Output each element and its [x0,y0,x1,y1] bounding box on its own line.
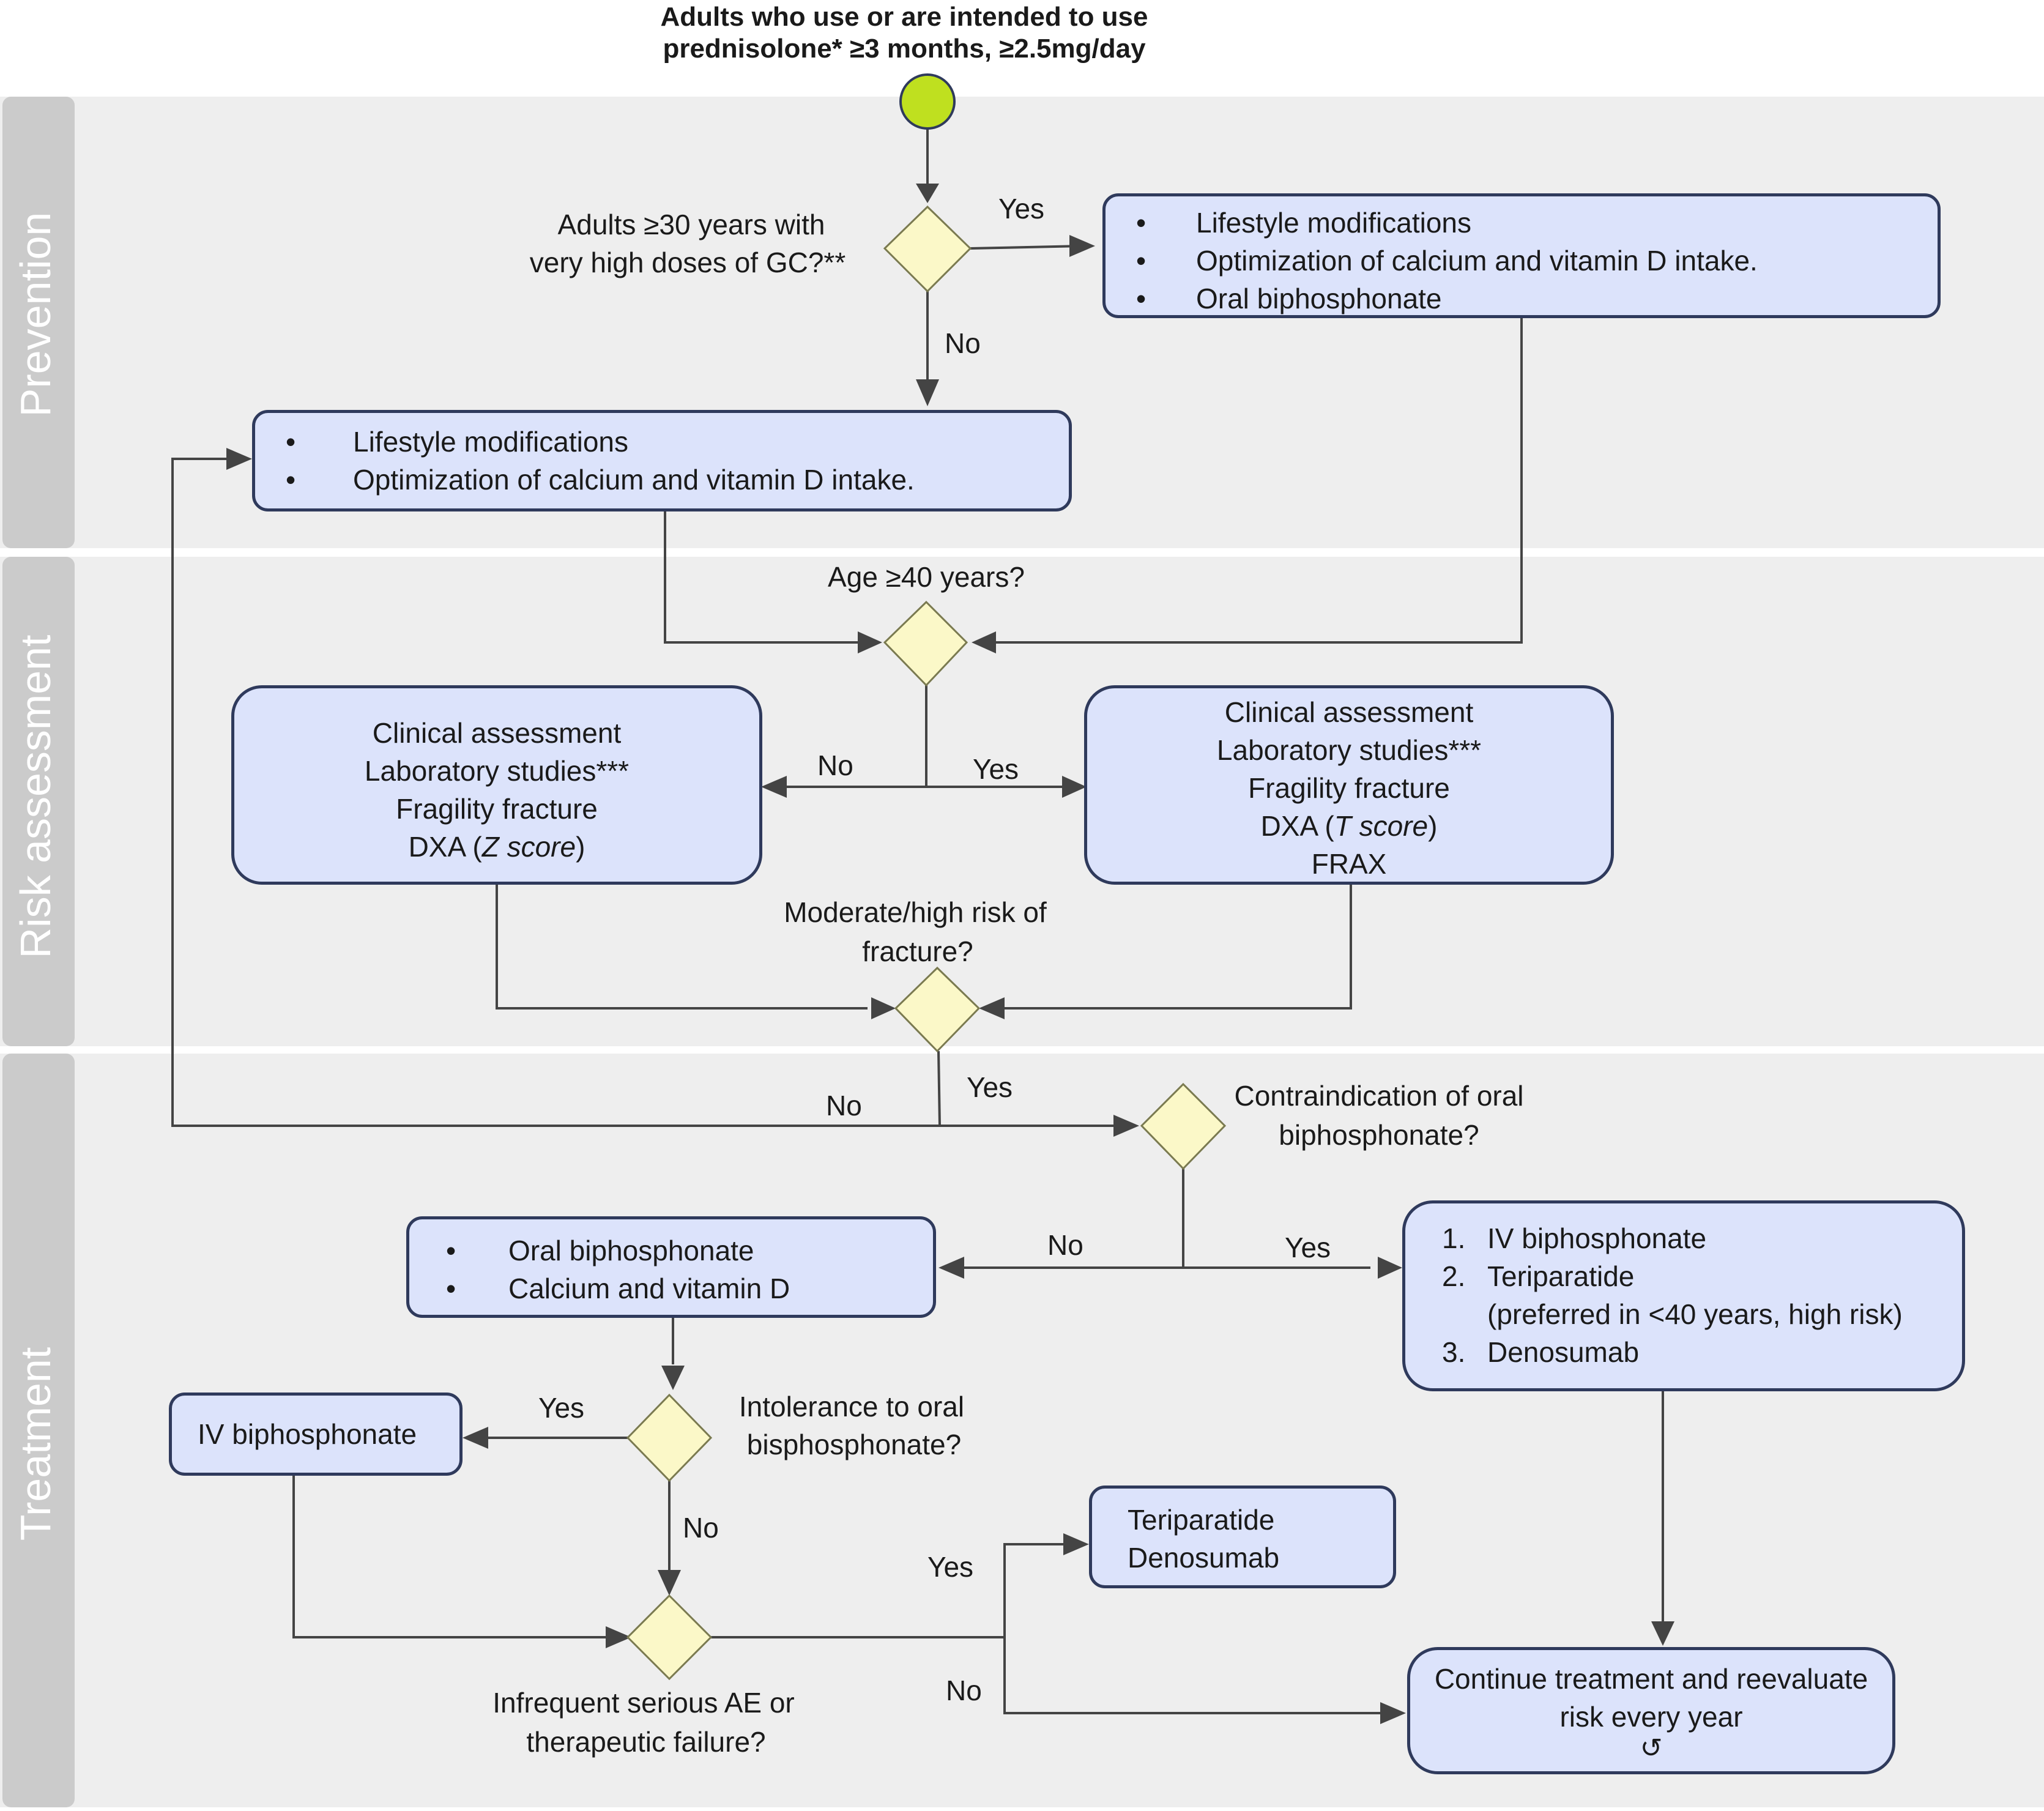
box-assessment-under40: Clinical assessment Laboratory studies**… [231,685,762,885]
q-high-dose-line2: very high doses of GC?** [529,247,846,278]
box-continue-treatment: Continue treatment and reevaluate risk e… [1407,1647,1895,1774]
alt-item-note: (preferred in <40 years, high risk) [1487,1298,1903,1330]
prevention-yes-item: Lifestyle modifications [1196,207,1471,239]
assess-under40-dxa: DXA (Z score) [234,828,759,866]
q-contra-line2: biphosphonate? [1279,1119,1479,1151]
assess-over40-frax: FRAX [1311,848,1387,880]
assess-over40-fracture: Fragility fracture [1248,772,1450,804]
dxa-score: Z score [481,831,576,863]
alt-num: 3. [1442,1336,1466,1368]
label-yes-intolerance: Yes [538,1392,585,1424]
edge-over40-to-risk [994,885,1352,1010]
assess-under40-clinical: Clinical assessment [372,717,622,749]
label-yes-contra: Yes [1285,1232,1331,1263]
repeat-icon: ↺ [1640,1733,1663,1763]
alt-item: Denosumab [1487,1336,1640,1368]
box-oral-biphosphonate: • Oral biphosphonate • Calcium and vitam… [406,1216,936,1318]
decision-risk [894,966,981,1053]
start-node [899,73,956,130]
dxa-prefix: DXA ( [408,831,482,863]
assess-over40-lab: Laboratory studies*** [1216,734,1482,766]
decision-contra [1140,1082,1227,1170]
oral-item: Oral biphosphonate [508,1235,754,1266]
label-yes-ae: Yes [927,1551,974,1583]
q-age: Age ≥40 years? [828,561,1025,593]
alt-item: IV biphosphonate [1487,1222,1707,1254]
box-prevention-yes: • Lifestyle modifications • Optimization… [1102,193,1941,318]
label-yes-risk: Yes [967,1071,1013,1103]
box-assessment-over40: Clinical assessment Laboratory studies**… [1084,685,1614,885]
bullet: • [1136,207,1146,239]
label-no-contra: No [1047,1229,1083,1261]
dxa-suffix: ) [576,831,585,863]
edge-q1-yes [970,245,1083,250]
prevention-no-item: Optimization of calcium and vitamin D in… [353,464,915,496]
q-contra-line1: Contraindication of oral [1234,1080,1524,1112]
box-alternative-therapy: 1. IV biphosphonate 2. Teriparatide (pre… [1402,1200,1965,1391]
assess-under40-lab: Laboratory studies*** [364,755,630,787]
edge-iv-to-ae [292,1476,618,1638]
lane-tab-prevention [2,97,75,548]
teri-item: Denosumab [1128,1542,1280,1574]
start-title-line1: Adults who use or are intended to use [660,2,1148,32]
decision-high-dose [883,205,972,293]
bullet: • [446,1273,456,1304]
label-yes-age: Yes [973,753,1019,785]
assess-under40-fracture: Fragility fracture [396,793,598,825]
alt-num: 2. [1442,1260,1466,1292]
q-risk-line2: fracture? [862,935,973,967]
teri-item: Teriparatide [1128,1504,1275,1536]
alt-num: 1. [1442,1222,1466,1254]
edge-ae-yes [1003,1543,1072,1637]
bullet: • [1136,283,1146,314]
bullet: • [1136,245,1146,277]
lane-tab-risk-assessment [2,557,75,1046]
edge-risk-no-loop [171,458,940,1127]
bullet: • [446,1235,456,1266]
edge-prevyes-to-age [996,318,1523,644]
edge-risk-down [937,1051,941,1126]
box-teriparatide-denosumab: Teriparatide Denosumab [1089,1486,1396,1588]
lane-tab-treatment [2,1054,75,1807]
q-high-dose-line1: Adults ≥30 years with [557,209,825,240]
continue-line1: Continue treatment and reevaluate [1434,1663,1868,1695]
bullet: • [286,426,296,458]
iv-label: IV biphosphonate [198,1418,417,1450]
q-intolerance-line2: bisphosphonate? [746,1429,962,1460]
assess-over40-dxa: DXA (T score) [1087,807,1611,845]
label-yes-q1: Yes [998,193,1045,225]
decision-ae [626,1594,713,1681]
q-ae-line1: Infrequent serious AE or [492,1687,795,1719]
box-iv-biphosphonate: IV biphosphonate [169,1393,463,1476]
alt-item: Teriparatide [1487,1260,1635,1292]
prevention-yes-item: Oral biphosphonate [1196,283,1442,314]
dxa-suffix: ) [1428,810,1438,842]
q-ae-line2: therapeutic failure? [526,1726,766,1758]
assess-over40-clinical: Clinical assessment [1224,696,1474,728]
start-title-line2: prednisolone* ≥3 months, ≥2.5mg/day [663,34,1146,64]
edge-ae-no [1003,1637,1389,1714]
decision-age [883,600,968,687]
label-no-age: No [817,749,853,781]
label-no-ae: No [946,1675,982,1706]
decision-intolerance [626,1393,713,1482]
q-risk-line1: Moderate/high risk of [784,896,1047,928]
continue-line2: risk every year [1559,1701,1743,1733]
label-no-q1: No [945,327,981,359]
arrowheads [226,184,1674,1724]
label-no-intolerance: No [683,1512,719,1544]
oral-item: Calcium and vitamin D [508,1273,790,1304]
box-prevention-no: • Lifestyle modifications • Optimization… [252,410,1072,511]
q-intolerance-line1: Intolerance to oral [738,1391,965,1422]
dxa-prefix: DXA ( [1260,810,1334,842]
edge-prevno-to-age [664,511,874,644]
dxa-score: T score [1334,810,1429,842]
edge-under40-to-risk [496,885,868,1010]
prevention-no-item: Lifestyle modifications [353,426,628,458]
label-no-risk: No [826,1090,862,1121]
bullet: • [286,464,296,496]
prevention-yes-item: Optimization of calcium and vitamin D in… [1196,245,1758,277]
